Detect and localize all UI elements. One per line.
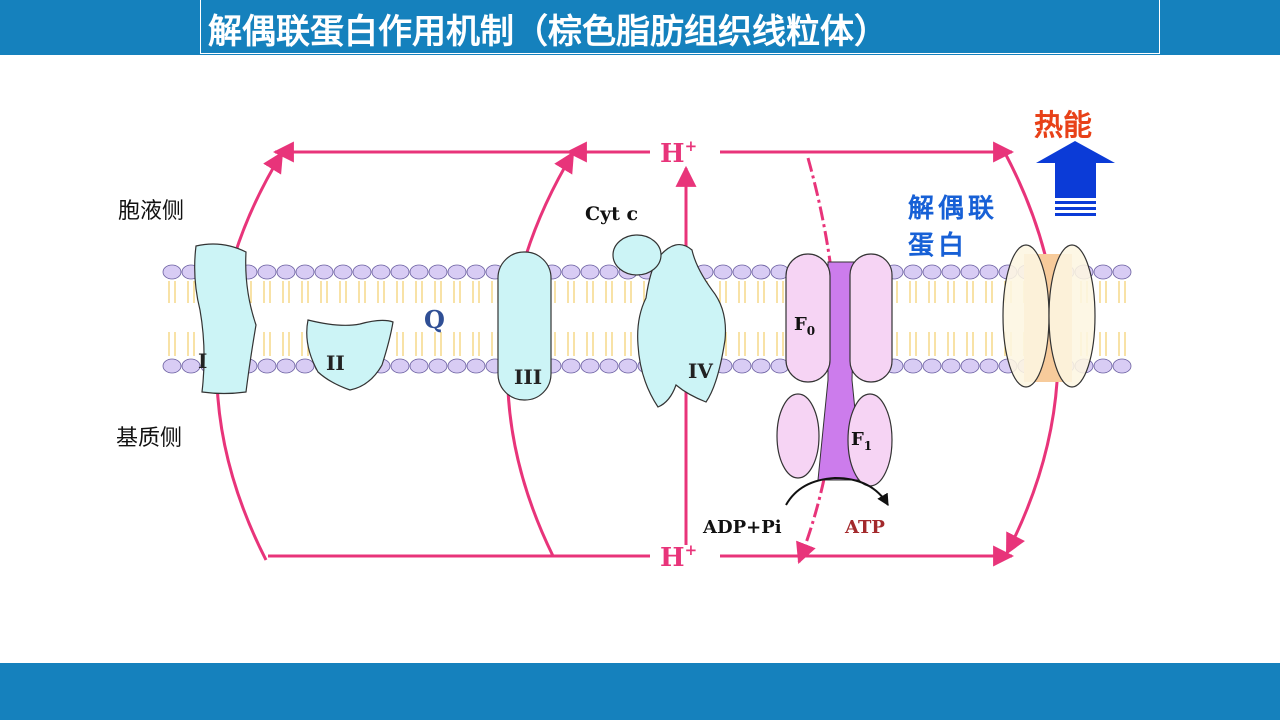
uncoupling-protein bbox=[1002, 244, 1096, 388]
lipid-head bbox=[257, 264, 277, 280]
lipid-head bbox=[276, 358, 296, 374]
complex-1-label: I bbox=[198, 349, 207, 373]
lipid-head bbox=[409, 358, 429, 374]
complex-2-label: II bbox=[326, 351, 345, 375]
lipid-head bbox=[979, 264, 999, 280]
lipid-head bbox=[276, 264, 296, 280]
lipid-head bbox=[390, 358, 410, 374]
lipid-head bbox=[922, 264, 942, 280]
slide-title: 解偶联蛋白作用机制（棕色脂肪组织线粒体） bbox=[208, 12, 888, 52]
lipid-head bbox=[751, 358, 771, 374]
f0-right-subunit bbox=[849, 253, 893, 383]
lipid-head bbox=[162, 264, 182, 280]
lipid-head bbox=[599, 264, 619, 280]
lipid-head bbox=[295, 358, 315, 374]
lipid-head bbox=[371, 264, 391, 280]
lipid-head bbox=[257, 358, 277, 374]
complex-2-protein bbox=[306, 319, 394, 391]
f1-label: F1 bbox=[851, 429, 872, 453]
lipid-head bbox=[447, 358, 467, 374]
lipid-head bbox=[979, 358, 999, 374]
ucp-label-line2: 蛋白 bbox=[908, 230, 968, 261]
lipid-head bbox=[599, 358, 619, 374]
lipid-head bbox=[618, 358, 638, 374]
lipid-head bbox=[390, 264, 410, 280]
matrix-side-label: 基质侧 bbox=[116, 426, 182, 451]
lipid-head bbox=[960, 358, 980, 374]
lipid-head bbox=[333, 264, 353, 280]
lipid-head bbox=[409, 264, 429, 280]
lipid-head bbox=[295, 264, 315, 280]
lipid-head bbox=[352, 264, 372, 280]
complex-3-label: III bbox=[514, 365, 542, 389]
lipid-head bbox=[580, 264, 600, 280]
lipid-head bbox=[903, 264, 923, 280]
ucp-right-subunit bbox=[1048, 244, 1096, 388]
lipid-head bbox=[561, 358, 581, 374]
f0-left-subunit bbox=[785, 253, 831, 383]
title-bar bbox=[0, 0, 1280, 55]
lipid-head bbox=[1093, 358, 1113, 374]
lipid-head bbox=[428, 358, 448, 374]
lipid-head bbox=[941, 358, 961, 374]
ubiquinone-label: Q bbox=[424, 305, 445, 334]
lipid-head bbox=[1112, 358, 1132, 374]
proton-bottom-label: H+ bbox=[660, 541, 697, 573]
adp-pi-label: ADP+Pi bbox=[702, 517, 782, 538]
footer-bar bbox=[0, 663, 1280, 720]
f0-label: F0 bbox=[794, 314, 815, 338]
lipid-head bbox=[922, 358, 942, 374]
lipid-head bbox=[732, 264, 752, 280]
lipid-head bbox=[941, 264, 961, 280]
lipid-head bbox=[960, 264, 980, 280]
lipid-head bbox=[181, 358, 201, 374]
lipid-head bbox=[428, 264, 448, 280]
lipid-head bbox=[732, 358, 752, 374]
heat-arrow-icon bbox=[1036, 141, 1115, 216]
lipid-head bbox=[561, 264, 581, 280]
complex-4-protein bbox=[637, 243, 727, 408]
lipid-head bbox=[1112, 264, 1132, 280]
complex-4-label: IV bbox=[688, 359, 713, 383]
atp-synthase bbox=[776, 253, 893, 507]
f1-left-subunit bbox=[776, 393, 820, 479]
lipid-head bbox=[466, 358, 486, 374]
lipid-head bbox=[466, 264, 486, 280]
cytc-label: Cyt c bbox=[585, 203, 638, 225]
lipid-head bbox=[751, 264, 771, 280]
title-frame bbox=[200, 0, 1160, 54]
lipid-head bbox=[314, 264, 334, 280]
cytc-protein bbox=[612, 234, 662, 276]
lipid-head bbox=[903, 358, 923, 374]
proton-flow-atp-synthase bbox=[796, 157, 839, 564]
cytosol-side-label: 胞液侧 bbox=[118, 199, 184, 224]
atp-label: ATP bbox=[844, 517, 885, 538]
heat-label: 热能 bbox=[1034, 108, 1092, 142]
ucp-left-subunit bbox=[1002, 244, 1050, 388]
complex-3-protein bbox=[497, 251, 552, 401]
lipid-head bbox=[447, 264, 467, 280]
atp-conversion-arrow bbox=[785, 476, 889, 507]
proton-top-label: H+ bbox=[660, 137, 697, 169]
lipid-head bbox=[713, 264, 733, 280]
complex-1-protein bbox=[194, 243, 257, 395]
lipid-head bbox=[1093, 264, 1113, 280]
lipid-head bbox=[162, 358, 182, 374]
ucp-label-line1: 解偶联 bbox=[908, 194, 998, 224]
lipid-head bbox=[580, 358, 600, 374]
